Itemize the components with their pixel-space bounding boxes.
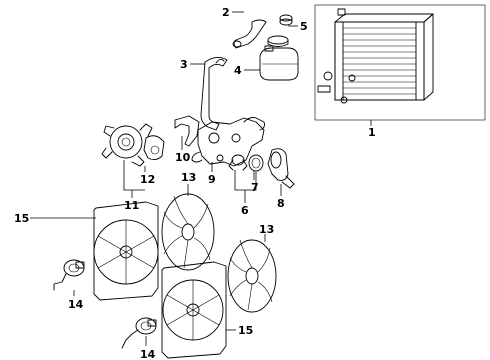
fan-motor-upper[interactable]	[53, 259, 85, 291]
water-pump[interactable]	[101, 123, 153, 167]
label-14-upper: 14	[68, 298, 84, 311]
fan-motor-lower[interactable]	[121, 317, 157, 349]
label-8: 8	[277, 197, 285, 210]
pressure-cap[interactable]	[267, 35, 289, 47]
label-6: 6	[241, 204, 249, 217]
thermostat-cover[interactable]	[267, 148, 295, 189]
thermostat-o-ring[interactable]	[248, 154, 264, 172]
upper-hose[interactable]	[232, 19, 267, 49]
label-15-upper: 15	[14, 212, 29, 225]
fan-shroud-lower[interactable]	[161, 261, 227, 359]
leader-lines	[30, 11, 372, 346]
label-4: 4	[234, 64, 242, 77]
reservoir-cap[interactable]	[279, 14, 293, 26]
cooling-fan-upper[interactable]	[161, 193, 215, 271]
radiator-assembly[interactable]	[314, 4, 486, 121]
label-15-lower: 15	[238, 324, 253, 337]
label-11: 11	[124, 199, 139, 212]
cooling-fan-lower[interactable]	[227, 239, 277, 313]
part-labels: 1 2 3 4 5 6 7 8 9 10 11 12 13 13 14 14 1…	[14, 6, 376, 360]
label-5: 5	[300, 20, 308, 33]
fan-shroud-upper[interactable]	[93, 201, 159, 301]
label-9: 9	[208, 173, 216, 186]
bypass-hose[interactable]	[200, 57, 228, 131]
thermostat[interactable]	[228, 154, 248, 171]
thermostat-housing[interactable]	[191, 117, 265, 167]
label-10: 10	[175, 151, 191, 164]
coolant-reservoir[interactable]	[259, 45, 299, 81]
label-1: 1	[368, 126, 376, 139]
housing-gasket[interactable]	[174, 115, 200, 147]
label-13-lower: 13	[259, 223, 274, 236]
label-14-lower: 14	[140, 348, 156, 360]
label-13-upper: 13	[181, 171, 196, 184]
label-12: 12	[140, 173, 155, 186]
label-7: 7	[251, 181, 259, 194]
water-pump-gasket[interactable]	[143, 135, 165, 161]
label-3: 3	[180, 58, 188, 71]
label-2: 2	[222, 6, 230, 19]
